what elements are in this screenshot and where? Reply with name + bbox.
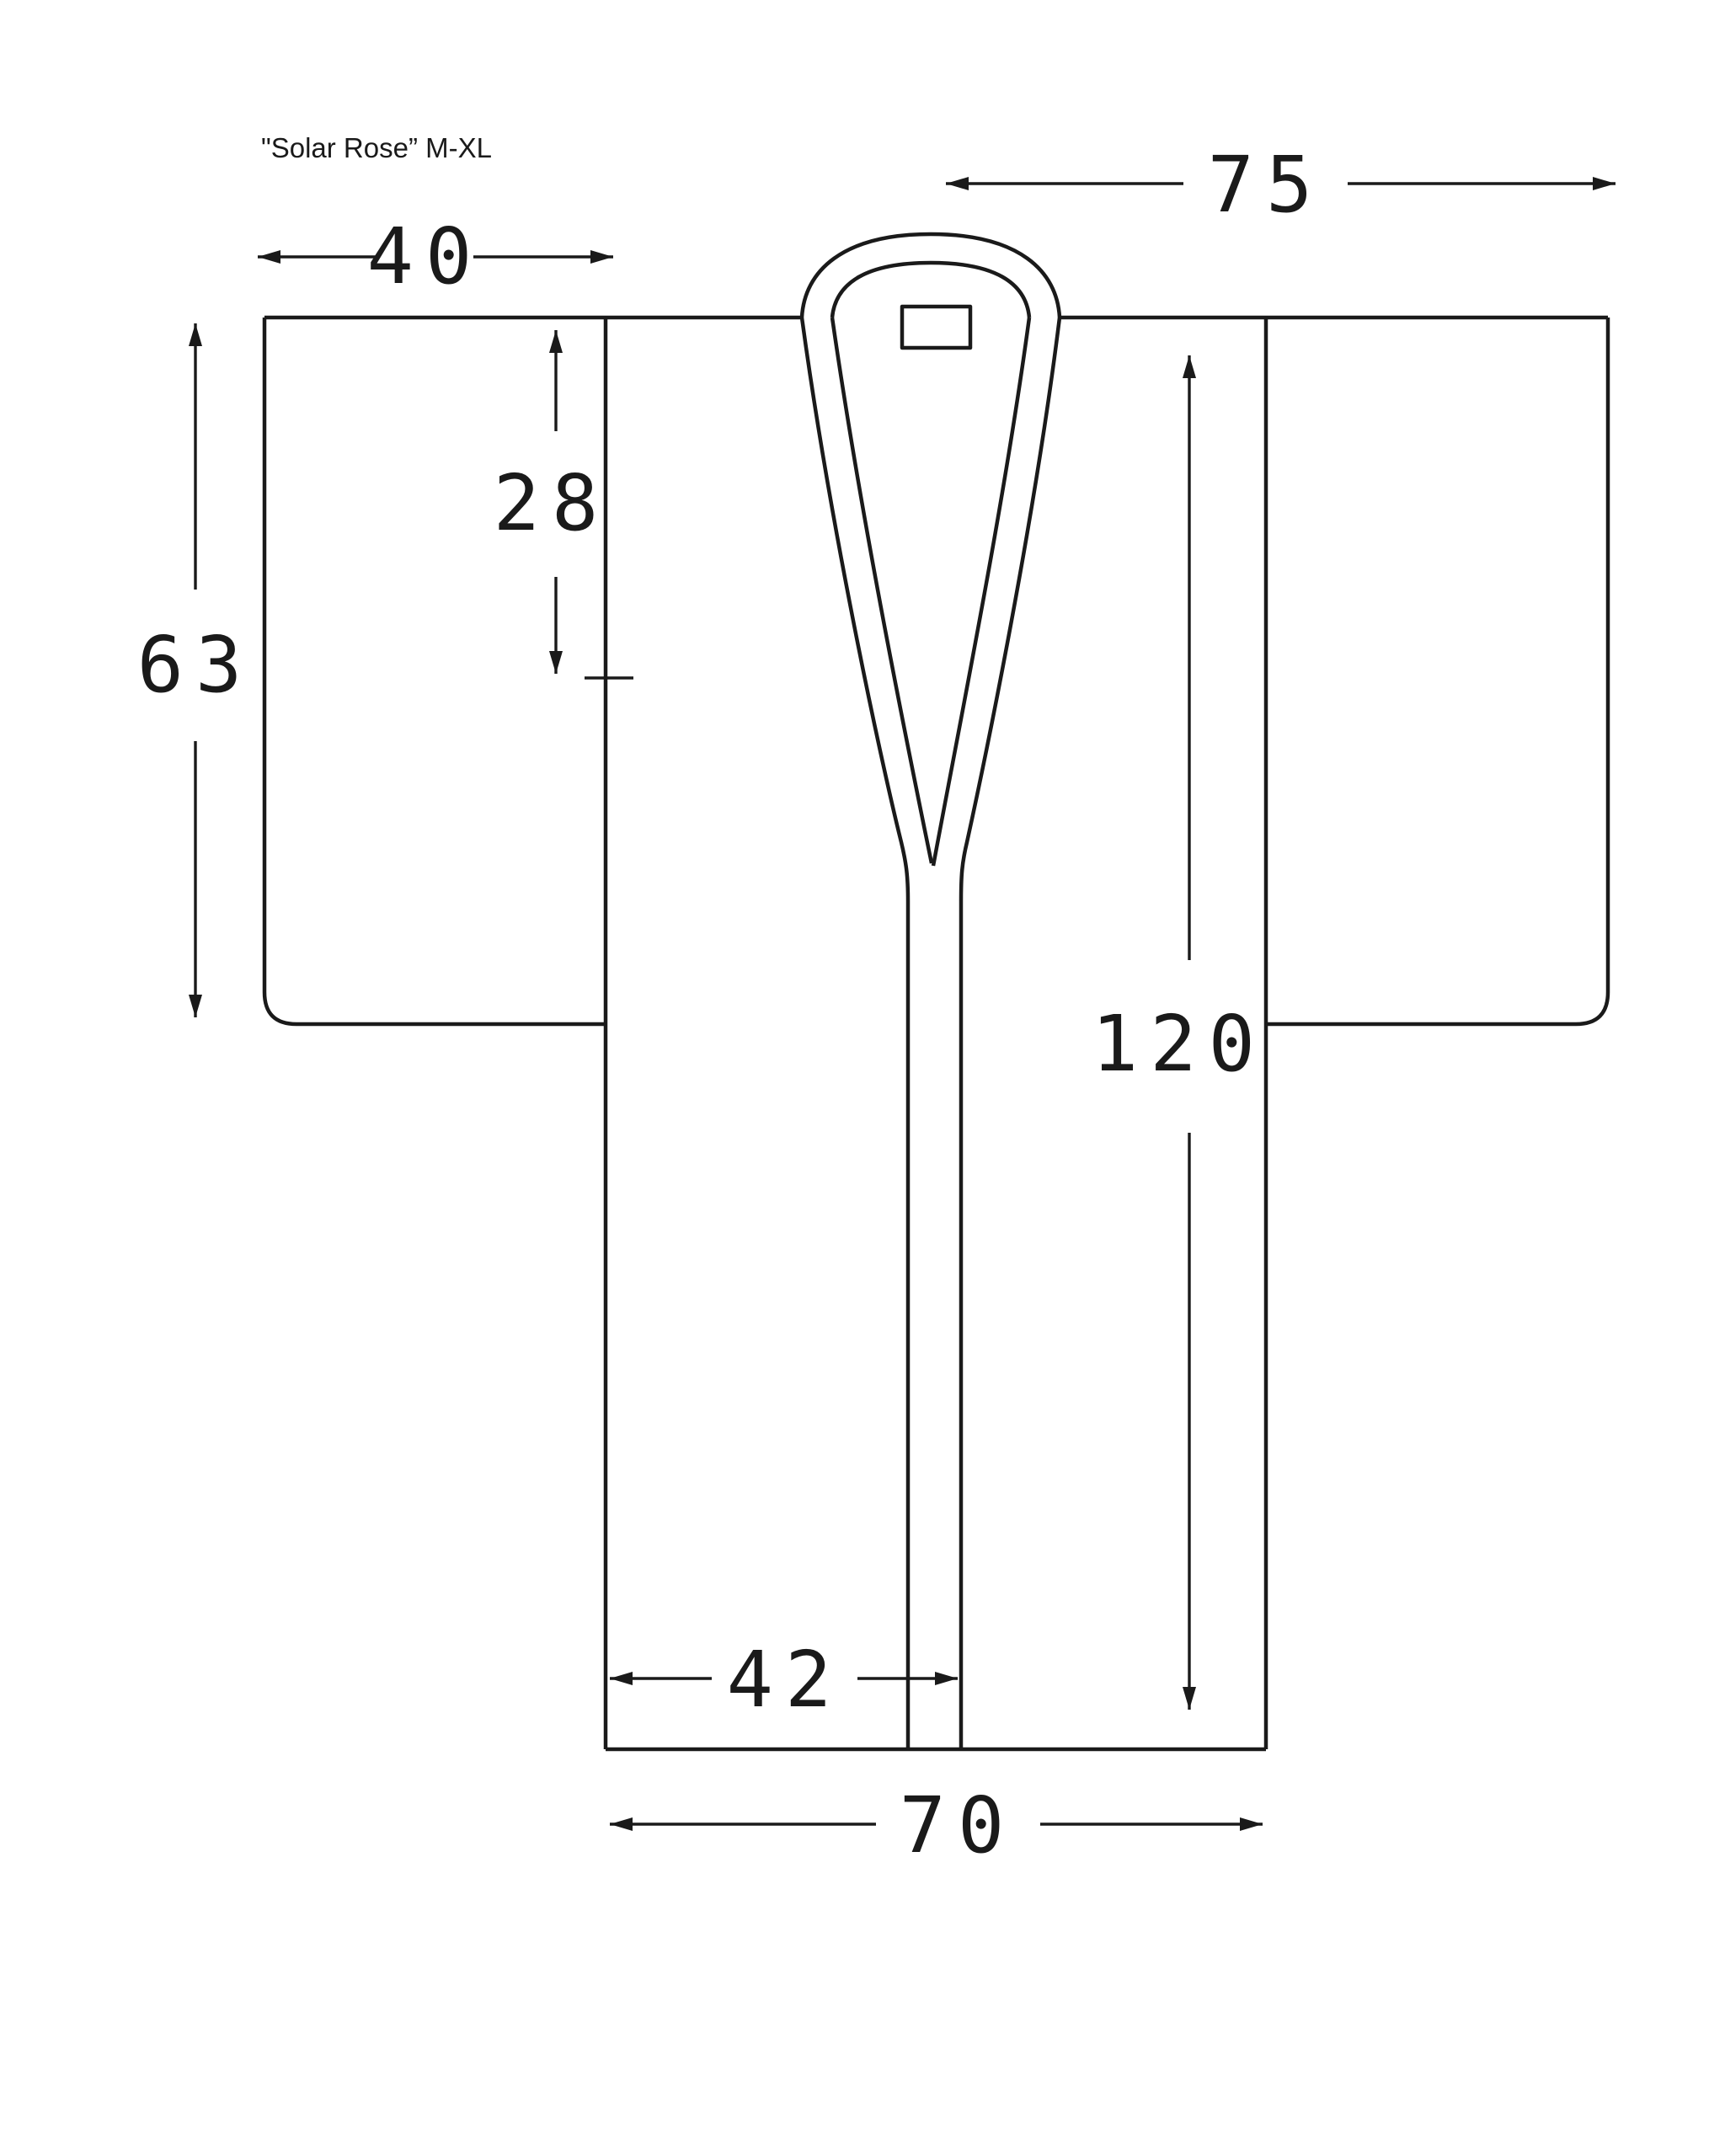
left-sleeve-outline: [262, 318, 606, 1027]
dimension-sleeve-length: 63: [137, 323, 254, 1017]
dim-63-label: 63: [137, 620, 254, 710]
collar-left-inner-edge: [830, 317, 934, 864]
dimension-body-length: 120: [1092, 355, 1267, 1710]
collar-right-inner-edge: [931, 317, 1032, 867]
dimension-center-to-sleeve-end: 75: [946, 140, 1616, 230]
dim-40-label: 40: [367, 211, 484, 302]
dim-28-label: 28: [494, 458, 611, 548]
dim-42-label: 42: [727, 1635, 844, 1725]
dimension-front-panel-width: 42: [610, 1635, 958, 1725]
dimension-sleeve-opening-depth: 28: [494, 330, 633, 680]
dim-75-label: 75: [1208, 140, 1325, 230]
dimension-hem-width: 70: [610, 1780, 1263, 1870]
right-sleeve-outline: [1266, 318, 1610, 1027]
kimono-outline: [262, 232, 1610, 1752]
diagram-title: "Solar Rose” M-XL: [261, 132, 492, 163]
collar-left-outer-edge: [799, 317, 911, 1749]
collar-outer-arc: [799, 232, 1062, 318]
back-neck-notch: [900, 304, 973, 350]
dim-70-label: 70: [900, 1780, 1017, 1870]
dimension-sleeve-width: 40: [258, 211, 613, 302]
collar-inner-arc: [830, 260, 1032, 318]
dim-120-label: 120: [1092, 999, 1267, 1089]
collar-right-outer-edge: [959, 317, 1062, 1749]
